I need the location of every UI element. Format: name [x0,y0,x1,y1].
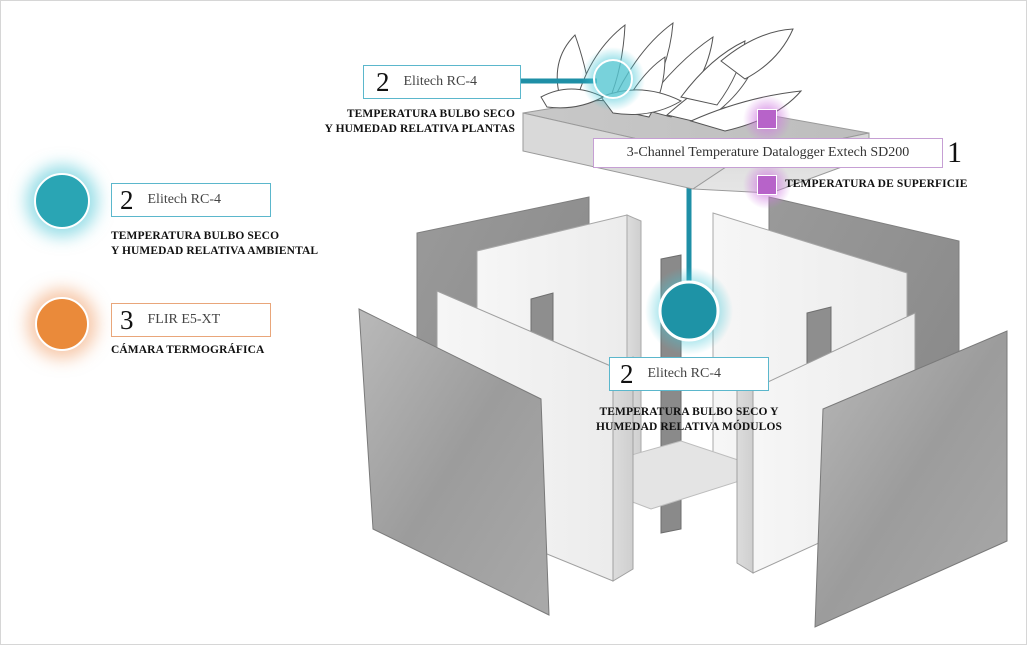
front-left-concrete-panel [358,308,550,616]
datalogger-model: 3-Channel Temperature Datalogger Extech … [626,145,910,160]
surface-sensor-lower-marker [757,175,777,195]
plants-sensor-caption: TEMPERATURA BULBO SECO Y HUMEDAD RELATIV… [324,108,515,135]
plants-sensor-model: Elitech RC-4 [403,74,478,89]
modules-sensor-dot [658,280,720,342]
plants-sensor-dot [593,59,633,99]
modules-sensor-model: Elitech RC-4 [647,366,722,381]
datalogger-number: 1 [947,136,962,169]
camera-caption: CÁMARA TERMOGRÁFICA [111,344,265,356]
ambient-sensor-caption: TEMPERATURA BULBO SECO Y HUMEDAD RELATIV… [111,230,319,257]
plants-sensor-label: 2 Elitech RC-4 [363,65,521,99]
modules-sensor-caption: TEMPERATURA BULBO SECO Y HUMEDAD RELATIV… [596,406,782,433]
camera-label: 3 FLIR E5-XT [111,303,271,337]
plants-sensor-number: 2 [376,66,390,97]
camera-legend-dot [35,297,89,351]
modules-sensor-number: 2 [620,358,634,389]
ambient-sensor-model: Elitech RC-4 [147,192,222,207]
front-right-concrete-panel [814,330,1008,628]
ambient-sensor-number: 2 [120,184,134,215]
surface-sensor-upper-marker [757,109,777,129]
datalogger-label: 3-Channel Temperature Datalogger Extech … [593,138,943,168]
modules-sensor-label: 2 Elitech RC-4 [609,357,769,391]
camera-model: FLIR E5-XT [147,312,221,327]
ambient-sensor-label: 2 Elitech RC-4 [111,183,271,217]
ambient-sensor-legend-dot [34,173,90,229]
camera-number: 3 [120,304,134,335]
datalogger-caption: TEMPERATURA DE SUPERFICIE [785,178,968,190]
